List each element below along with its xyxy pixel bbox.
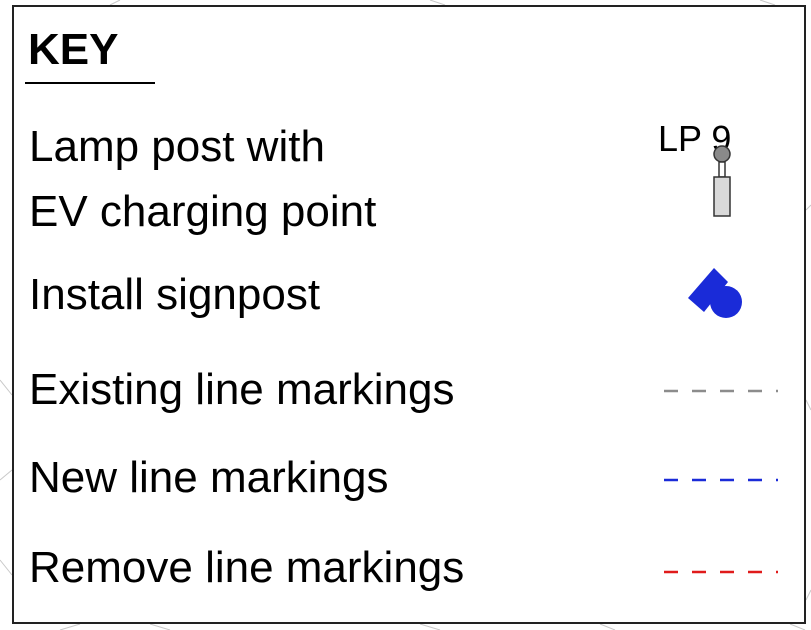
lamp-post-label-line-1: Lamp post with (29, 122, 325, 171)
lamp-post-label-line-2: EV charging point (29, 187, 377, 236)
lamp-post-icon (713, 145, 731, 217)
key-title: KEY (28, 25, 119, 74)
existing-line-marking-symbol (664, 389, 778, 393)
key-legend-box (12, 5, 806, 624)
remove-line-markings-label: Remove line markings (29, 543, 465, 592)
signpost-icon (688, 268, 742, 318)
new-line-markings-label: New line markings (29, 453, 389, 502)
existing-line-markings-label: Existing line markings (29, 365, 455, 414)
remove-line-marking-symbol (664, 570, 778, 574)
signpost-label: Install signpost (29, 270, 321, 319)
key-title-underline (25, 82, 155, 84)
new-line-marking-symbol (664, 478, 778, 482)
